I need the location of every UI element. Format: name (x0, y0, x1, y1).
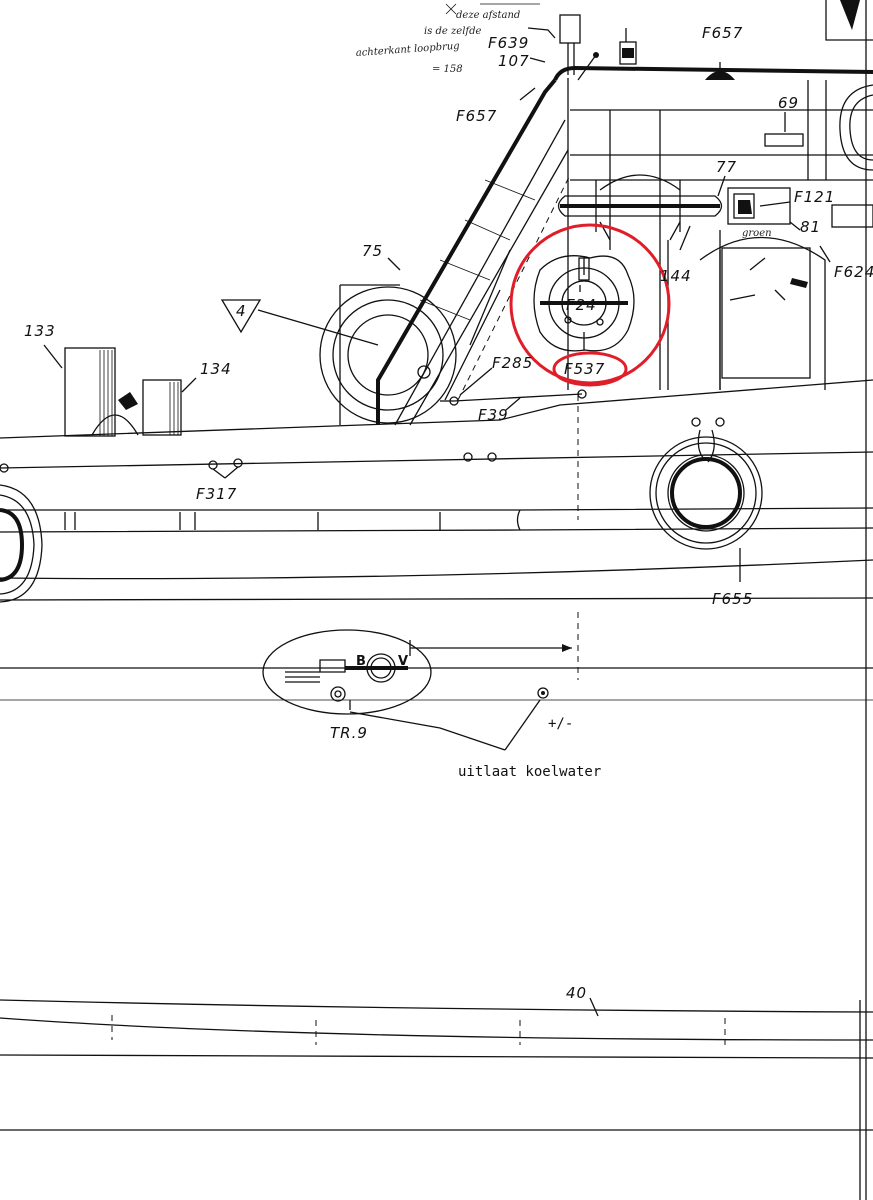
label-f317: F317 (196, 485, 237, 503)
label-tr9: TR.9 (330, 724, 368, 742)
lifebuoy-f24 (533, 255, 635, 352)
highlight-circle-f24 (509, 223, 671, 385)
label-groen: groen (742, 228, 772, 239)
detail-ellipse (262, 629, 572, 751)
label-81: 81 (800, 218, 821, 236)
label-107: 107 (498, 52, 530, 70)
label-f655: F655 (712, 590, 753, 608)
label-134: 134 (200, 360, 232, 378)
label-b: B (356, 654, 366, 669)
label-133: 133 (24, 322, 56, 340)
label-plusminus: +/- (548, 716, 573, 732)
label-f121: F121 (794, 188, 835, 206)
label-f657-top: F657 (702, 24, 743, 42)
triangle-marker-4 (220, 299, 262, 334)
label-f639: F639 (488, 34, 529, 52)
label-f624: F624 (834, 263, 873, 281)
label-f537: F537 (564, 360, 605, 378)
label-v: V (398, 654, 408, 669)
handwritten-line-1: deze afstand (456, 10, 520, 21)
label-uitlaat: uitlaat koelwater (458, 764, 601, 780)
superstructure (376, 0, 873, 426)
label-f657-left: F657 (456, 107, 497, 125)
label-40: 40 (566, 984, 587, 1002)
leader-lines (43, 27, 831, 1017)
label-f24: F24 (566, 296, 597, 314)
tire-fender-f655 (649, 417, 763, 550)
labels: F657 F639 107 F657 69 77 F121 81 groen F… (24, 24, 873, 1002)
label-75: 75 (362, 242, 383, 260)
handwritten-line-3: achterkant loopbrug (355, 41, 460, 59)
label-69: 69 (778, 94, 799, 112)
highlight-ellipse-f537 (552, 351, 628, 387)
handwritten-line-4: = 158 (432, 64, 463, 75)
label-77: 77 (716, 158, 737, 176)
label-144: 144 (660, 267, 692, 285)
label-4: 4 (236, 302, 247, 320)
label-f39: F39 (478, 406, 509, 424)
label-f285: F285 (492, 354, 533, 372)
exhaust-pipes (64, 347, 182, 437)
fittings (208, 389, 587, 470)
tire-fender-left (0, 484, 43, 603)
cable-reel (319, 284, 457, 425)
handwritten-line-2: is de zelfde (424, 26, 481, 37)
red-highlights (509, 223, 671, 387)
